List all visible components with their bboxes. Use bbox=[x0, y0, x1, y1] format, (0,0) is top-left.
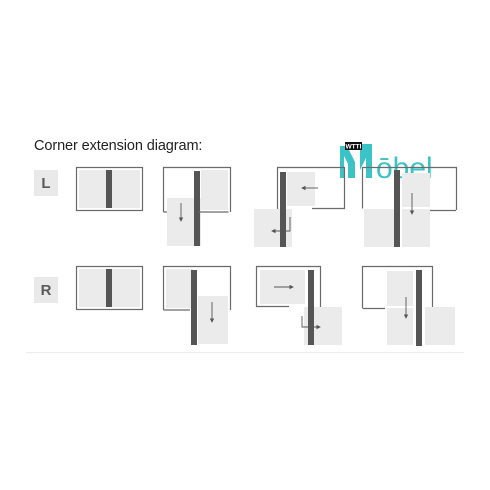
diagram-r-3 bbox=[255, 265, 342, 345]
diagram-l-3 bbox=[254, 166, 346, 247]
diagram-title: Corner extension diagram: bbox=[34, 138, 203, 154]
logo-badge bbox=[345, 142, 362, 150]
logo-m-right-shape bbox=[360, 144, 372, 178]
logo-badge-text: WTTI bbox=[346, 144, 362, 151]
row-label-left: L bbox=[34, 170, 58, 196]
diagram-r-1 bbox=[75, 265, 144, 311]
logo-m-left-shape bbox=[340, 146, 355, 178]
diagram-l-2 bbox=[162, 166, 232, 246]
diagram-l-1 bbox=[75, 166, 144, 212]
diagram-l-4 bbox=[361, 166, 458, 247]
diagram-r-4 bbox=[361, 265, 455, 346]
bottom-divider bbox=[26, 352, 464, 353]
diagram-r-2 bbox=[162, 265, 232, 345]
row-label-right: R bbox=[34, 277, 58, 303]
